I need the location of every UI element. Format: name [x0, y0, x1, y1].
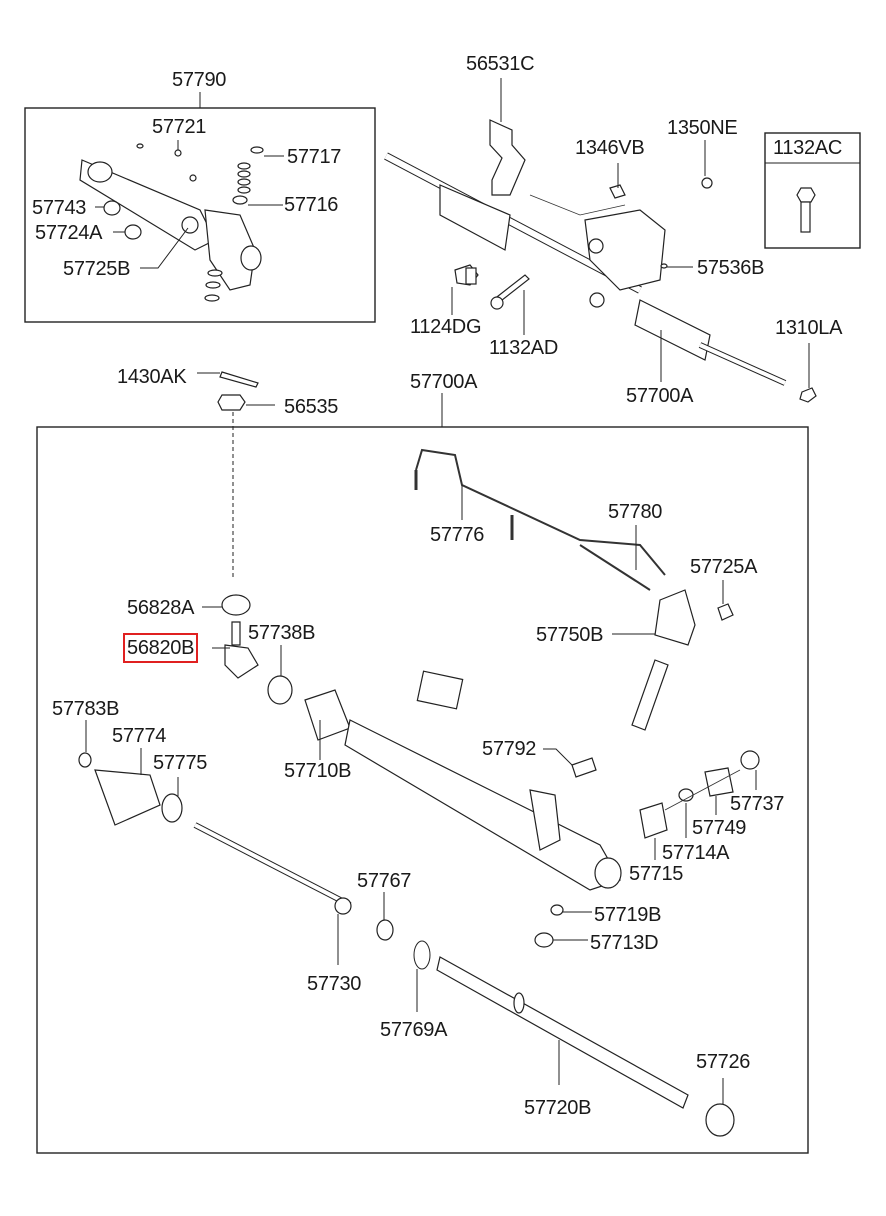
part-label-57783B[interactable]: 57783B [52, 698, 120, 720]
part-label-57749[interactable]: 57749 [692, 817, 747, 839]
part-label-57725B[interactable]: 57725B [63, 258, 131, 280]
rack-assembly-top-leaders [451, 78, 810, 388]
part-label-57717[interactable]: 57717 [287, 146, 342, 168]
part-label-57738B[interactable]: 57738B [248, 622, 316, 644]
part-label-57536B[interactable]: 57536B [697, 257, 765, 279]
part-label-57713D[interactable]: 57713D [590, 932, 659, 954]
part-label-56535[interactable]: 56535 [284, 396, 339, 418]
part-label-56828A[interactable]: 56828A [127, 597, 195, 619]
part-label-57790[interactable]: 57790 [172, 69, 227, 91]
valve-body-part [79, 143, 264, 302]
part-label-57715[interactable]: 57715 [629, 863, 684, 885]
main-box [36, 426, 809, 1154]
part-label-57774[interactable]: 57774 [112, 725, 167, 747]
part-label-57776[interactable]: 57776 [430, 524, 485, 546]
part-label-57719B[interactable]: 57719B [594, 904, 662, 926]
part-label-1310LA[interactable]: 1310LA [775, 317, 843, 339]
part-label-57721[interactable]: 57721 [152, 116, 207, 138]
part-label-1430AK[interactable]: 1430AK [117, 366, 187, 388]
cotter-pin-and-nut [197, 371, 275, 580]
valve-body-leaders [95, 140, 284, 269]
part-label-57710B[interactable]: 57710B [284, 760, 352, 782]
rack-assembly-top [384, 119, 817, 403]
part-label-56820B-selected[interactable]: 56820B [122, 633, 199, 663]
part-label-1124DG[interactable]: 1124DG [410, 316, 482, 338]
main-box-parts [78, 448, 760, 1137]
part-label-1346VB[interactable]: 1346VB [575, 137, 645, 159]
part-label-57714A[interactable]: 57714A [662, 842, 730, 864]
part-label-57792[interactable]: 57792 [482, 738, 537, 760]
part-label-57724A[interactable]: 57724A [35, 222, 103, 244]
part-label-57700A-box[interactable]: 57700A [410, 371, 478, 393]
main-box-leaders [85, 485, 757, 1104]
part-label-57769A[interactable]: 57769A [380, 1019, 448, 1041]
part-label-1132AD[interactable]: 1132AD [489, 337, 558, 359]
part-label-1132AC[interactable]: 1132AC [773, 137, 842, 159]
part-label-57743[interactable]: 57743 [32, 197, 87, 219]
part-label-57725A[interactable]: 57725A [690, 556, 758, 578]
part-label-57730[interactable]: 57730 [307, 973, 362, 995]
part-label-56531C[interactable]: 56531C [466, 53, 535, 75]
part-label-1350NE[interactable]: 1350NE [667, 117, 738, 139]
part-label-57750B[interactable]: 57750B [536, 624, 604, 646]
bolt-box [764, 132, 861, 249]
bolt-1132AC-drawing [796, 187, 816, 233]
part-label-57726[interactable]: 57726 [696, 1051, 751, 1073]
part-label-57767[interactable]: 57767 [357, 870, 412, 892]
part-label-57775[interactable]: 57775 [153, 752, 208, 774]
part-label-57737[interactable]: 57737 [730, 793, 785, 815]
part-label-57720B[interactable]: 57720B [524, 1097, 592, 1119]
part-label-57716[interactable]: 57716 [284, 194, 339, 216]
part-label-57700A-assembly[interactable]: 57700A [626, 385, 694, 407]
part-label-57780[interactable]: 57780 [608, 501, 663, 523]
